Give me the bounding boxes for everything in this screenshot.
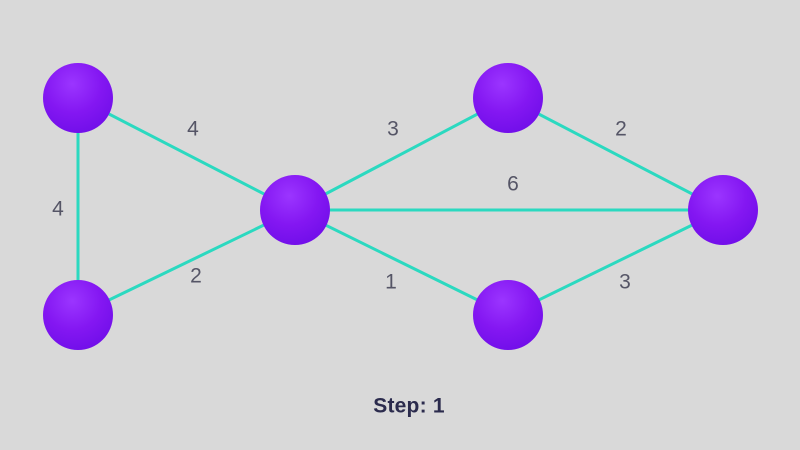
edge-labels-layer: 4 4 2 3 6 1 2 3	[52, 118, 631, 294]
edge-weight-label: 2	[615, 118, 627, 141]
graph-edge[interactable]	[293, 96, 510, 212]
step-caption: Step: 1	[373, 395, 445, 418]
graph-node[interactable]	[473, 63, 543, 133]
edge-weight-label: 4	[187, 118, 199, 141]
edge-weight-label: 3	[387, 118, 399, 141]
edge-weight-label: 4	[52, 198, 64, 221]
nodes-layer	[43, 63, 758, 350]
graph-node[interactable]	[688, 175, 758, 245]
edge-weight-label: 2	[190, 265, 202, 288]
graph-edge[interactable]	[76, 96, 297, 212]
edge-weight-label: 1	[385, 271, 397, 294]
edge-weight-label: 6	[507, 173, 519, 196]
graph-edge[interactable]	[76, 208, 297, 317]
graph-edge[interactable]	[506, 208, 725, 317]
graph-edge[interactable]	[506, 96, 725, 212]
graph-node[interactable]	[473, 280, 543, 350]
graph-node[interactable]	[43, 63, 113, 133]
edge-weight-label: 3	[619, 271, 631, 294]
graph-node[interactable]	[43, 280, 113, 350]
edges-layer	[76, 96, 725, 317]
graph-edge[interactable]	[293, 208, 510, 317]
graph-node[interactable]	[260, 175, 330, 245]
